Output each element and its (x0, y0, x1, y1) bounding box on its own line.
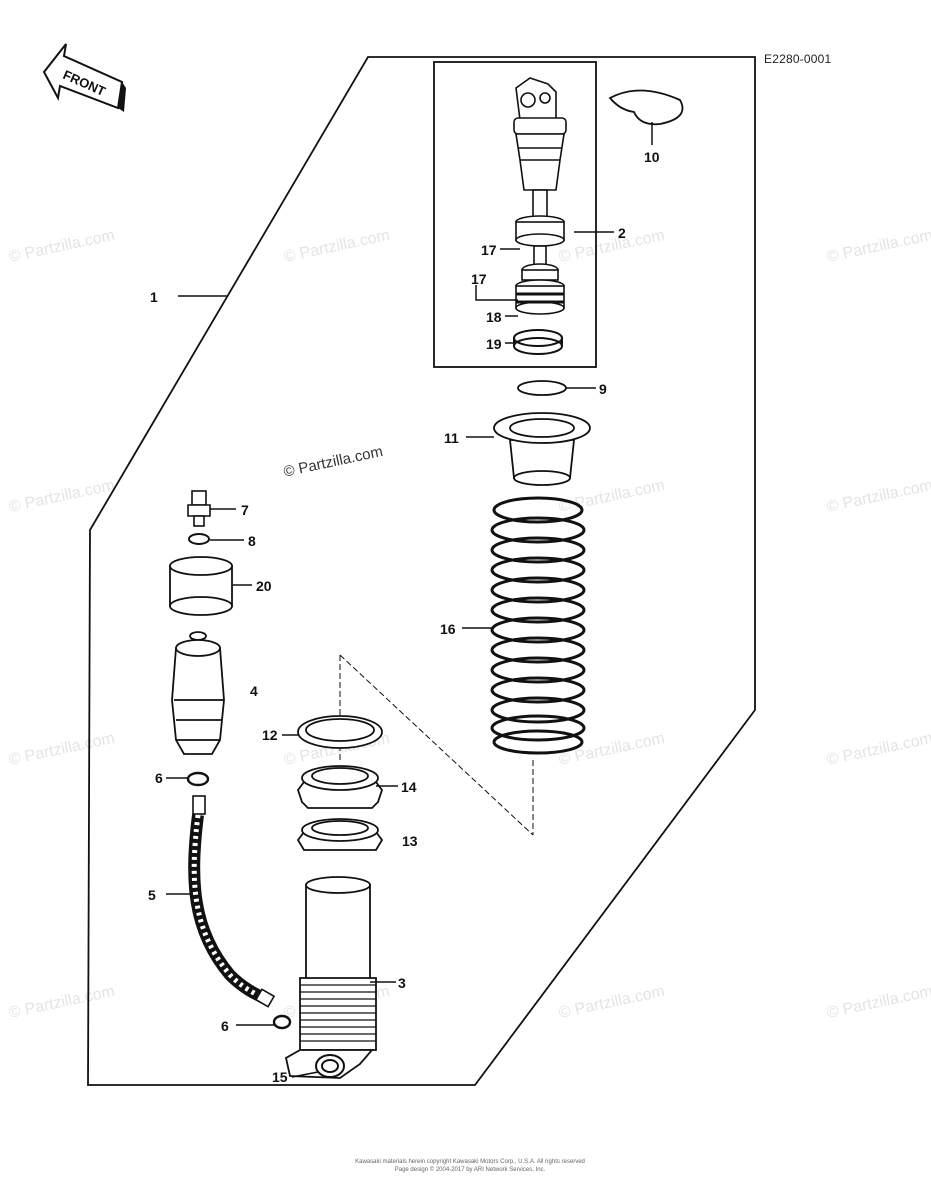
part-9-o-ring (517, 380, 567, 396)
callout-6-upper: 6 (155, 770, 163, 786)
watermark-layer: © Partzilla.com © Partzilla.com © Partzi… (7, 227, 931, 1022)
assembly-boundary (87, 56, 756, 1086)
callout-7: 7 (241, 502, 249, 518)
callout-15: 15 (272, 1069, 288, 1085)
callout-11: 11 (444, 430, 459, 446)
watermark: © Partzilla.com (7, 477, 116, 516)
damper-rod-box (433, 61, 597, 368)
footer-copyright-line: Kawasaki materials herein copyright Kawa… (355, 1159, 585, 1165)
part-7-valve (187, 490, 211, 527)
callout-5: 5 (148, 887, 156, 903)
callout-18: 18 (486, 309, 502, 325)
part-20-cap (169, 556, 233, 616)
part-16-coil-spring (490, 496, 586, 755)
callout-3: 3 (398, 975, 406, 991)
callout-4: 4 (250, 683, 258, 699)
callout-2: 2 (618, 225, 626, 241)
callout-8: 8 (248, 533, 256, 549)
front-arrow-icon: FRONT (42, 43, 126, 112)
callout-17-upper: 17 (481, 242, 497, 258)
watermark: © Partzilla.com (557, 983, 666, 1022)
part-5-hose (188, 795, 276, 1008)
callout-12: 12 (262, 727, 278, 743)
callout-10: 10 (644, 149, 660, 165)
part-12-washer (297, 715, 383, 749)
part-8-o-ring (188, 533, 210, 545)
part-6-washer-lower (272, 1014, 292, 1030)
watermark: © Partzilla.com (557, 477, 666, 516)
callout-19: 19 (486, 336, 502, 352)
watermark: © Partzilla.com (825, 477, 931, 516)
callout-14: 14 (401, 779, 417, 795)
part-2-damper-rod (513, 77, 567, 315)
callout-leader-lines (166, 122, 653, 1078)
watermark: © Partzilla.com (825, 730, 931, 769)
callout-16: 16 (440, 621, 456, 637)
part-13-lock-nut (296, 818, 384, 851)
watermark: © Partzilla.com (825, 983, 931, 1022)
diagram-code: E2280-0001 (764, 52, 832, 66)
part-19-ring (513, 329, 563, 355)
part-14-adjuster-nut (296, 765, 384, 809)
part-3-shock-body (284, 876, 377, 1079)
callout-13: 13 (402, 833, 418, 849)
callout-17-lower: 17 (471, 271, 487, 287)
watermark: © Partzilla.com (825, 227, 931, 266)
footer-design-line: Page design © 2004-2017 by ARI Network S… (394, 1167, 546, 1173)
part-10-retainer-clip (608, 89, 684, 126)
callout-6-lower: 6 (221, 1018, 229, 1034)
watermark: © Partzilla.com (7, 730, 116, 769)
watermark: © Partzilla.com (7, 227, 116, 266)
callout-20: 20 (256, 578, 272, 594)
part-4-reservoir (171, 631, 225, 755)
part-15-bushing (315, 1054, 345, 1078)
callout-numbers: 1 2 3 4 5 6 6 7 8 9 10 11 12 13 14 15 16… (148, 149, 660, 1085)
part-6-washer-upper (186, 771, 210, 787)
part-11-spring-seat (493, 412, 591, 486)
assembly-guide-lines (339, 654, 534, 836)
callout-9: 9 (599, 381, 607, 397)
watermark: © Partzilla.com (7, 983, 116, 1022)
watermark: © Partzilla.com (282, 227, 391, 266)
callout-1: 1 (150, 289, 158, 305)
